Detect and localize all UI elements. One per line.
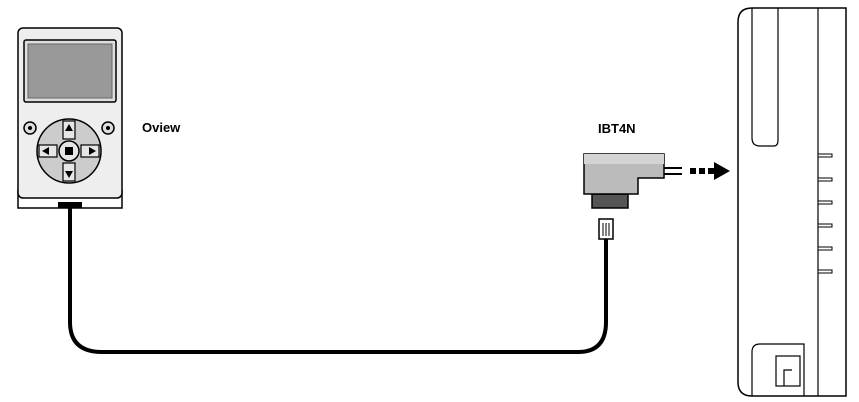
terminal-slot <box>817 177 833 182</box>
arrow-up-icon <box>62 120 76 140</box>
receiver-unit <box>737 7 847 397</box>
terminal-slot <box>817 223 833 228</box>
receiver-socket <box>775 355 801 387</box>
terminal-slot <box>817 246 833 251</box>
connection-cable <box>68 206 608 354</box>
oview-screen <box>27 43 113 99</box>
ibt4n-adapter <box>583 153 682 209</box>
stop-square-icon <box>58 140 80 162</box>
connection-direction-arrow <box>690 162 730 180</box>
rj-plug <box>598 218 614 240</box>
oview-label: Oview <box>142 120 181 135</box>
ibt4n-label: IBT4N <box>598 121 636 136</box>
terminal-slot <box>817 200 833 205</box>
right-side-button <box>101 121 115 135</box>
arrow-left-icon <box>38 144 58 158</box>
oview-device <box>17 27 123 209</box>
arrow-right-icon <box>80 144 100 158</box>
left-side-button <box>23 121 37 135</box>
arrow-down-icon <box>62 162 76 182</box>
terminal-slot <box>817 153 833 158</box>
terminal-slot <box>817 269 833 274</box>
